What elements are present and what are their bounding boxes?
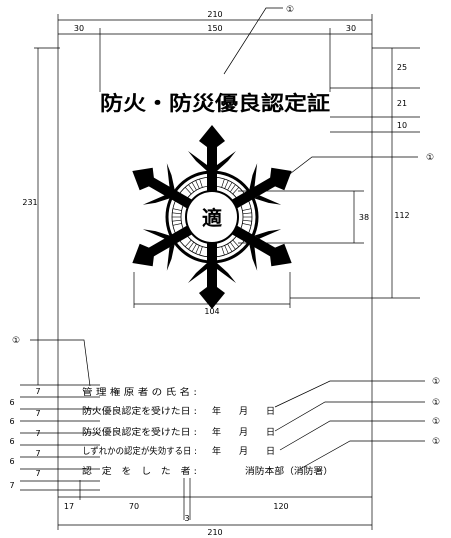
- callout-marker-disaster-date: ①: [432, 398, 440, 408]
- top-dimensions: [57, 14, 373, 92]
- dim-gap-width: 3: [184, 514, 189, 523]
- dim-title-gap: 10: [397, 121, 407, 130]
- emblem-hatch-line: [199, 246, 203, 256]
- field-label-disaster-date: 防災優良認定を受けた日 :: [82, 426, 197, 438]
- emblem-hatch-line: [188, 241, 195, 250]
- dim-row-height-4: 7: [35, 449, 40, 458]
- snowflake-spoke: [188, 125, 236, 191]
- field-value-fire-date: 年 月 日: [212, 405, 275, 417]
- emblem-hatch-line: [224, 245, 229, 254]
- callout-marker-fire-date: ①: [432, 377, 440, 387]
- emblem-hatch-line: [188, 184, 195, 193]
- emblem-hatch-line: [191, 243, 197, 252]
- dim-text-width: 150: [207, 24, 222, 33]
- dim-row-height-6: 7: [9, 481, 14, 490]
- dim-emblem-height: 112: [394, 211, 409, 220]
- field-label-expiry-date: しずれかの認定が失効する日 :: [82, 445, 197, 457]
- dim-value-width: 120: [273, 502, 288, 511]
- dim-paper-width-bottom: 210: [207, 528, 222, 537]
- callout-marker-emblem: ①: [426, 153, 434, 163]
- dim-row-height-2: 7: [35, 409, 40, 418]
- seal-diameter-dimension: [238, 190, 364, 244]
- emblem-hatch-line: [227, 182, 233, 191]
- field-value-certifier: 消防本部（消防署）: [245, 465, 333, 477]
- snowflake-emblem: 適: [132, 125, 292, 309]
- emblem-hatch-line: [229, 241, 236, 250]
- dim-paper-width-top: 210: [207, 10, 222, 19]
- dim-row-gap-4: 6: [9, 457, 14, 466]
- dim-emblem-width: 104: [204, 307, 219, 316]
- emblem-hatch-line: [227, 243, 233, 252]
- dim-title-height: 21: [397, 99, 407, 108]
- certificate-title: 防火・防災優良認定証: [100, 91, 330, 115]
- dim-row-height-1: 7: [35, 387, 40, 396]
- callout-marker-certifier: ①: [432, 437, 440, 447]
- emblem-hatch-line: [184, 187, 192, 195]
- emblem-hatch-line: [191, 182, 197, 191]
- emblem-width-dimension: [133, 272, 291, 308]
- dim-row-height-3: 7: [35, 429, 40, 438]
- dim-row-gap-1: 6: [9, 398, 14, 407]
- bottom-dimensions: [57, 48, 373, 530]
- callout-marker-title: ①: [286, 5, 294, 15]
- dim-margin-left: 30: [74, 24, 84, 33]
- dim-row-height-5: 7: [35, 469, 40, 478]
- emblem-hatch-line: [242, 212, 252, 215]
- emblem-hatch-line: [172, 208, 182, 211]
- dim-row-gap-2: 6: [9, 417, 14, 426]
- dim-title-top: 25: [397, 63, 407, 72]
- emblem-hatch-line: [195, 180, 200, 189]
- emblem-hatch-line: [172, 212, 182, 215]
- field-value-disaster-date: 年 月 日: [212, 426, 275, 438]
- right-dimensions: [290, 47, 420, 299]
- emblem-hatch-line: [224, 180, 229, 189]
- emblem-hatch-line: [195, 245, 200, 254]
- emblem-hatch-line: [221, 178, 225, 188]
- emblem-hatch-line: [229, 184, 236, 193]
- emblem-hatch-line: [221, 246, 225, 256]
- callout-lines: [30, 7, 425, 470]
- emblem-hatch-line: [242, 208, 252, 211]
- emblem-hatch-line: [184, 239, 192, 247]
- field-value-expiry-date: 年 月 日: [212, 445, 275, 457]
- emblem-hatch-line: [199, 178, 203, 188]
- field-label-fire-date: 防火優良認定を受けた日 :: [82, 405, 197, 417]
- dim-margin-right: 30: [346, 24, 356, 33]
- seal-character: 適: [202, 206, 222, 230]
- emblem-hatch-line: [232, 239, 240, 247]
- callout-marker-expiry-date: ①: [432, 417, 440, 427]
- dim-label-width: 70: [129, 502, 139, 511]
- field-rows-guides: [20, 384, 100, 491]
- callout-marker-owner-name: ①: [12, 336, 20, 346]
- emblem-hatch-line: [242, 219, 252, 222]
- left-height-dimension: [34, 47, 60, 385]
- emblem-hatch-line: [232, 187, 240, 195]
- snowflake-spoke: [188, 243, 236, 309]
- dim-bottom-left: 17: [64, 502, 74, 511]
- field-label-owner-name: 管 理 権 原 者 の 氏 名 :: [82, 386, 197, 398]
- emblem-hatch-line: [172, 223, 182, 226]
- emblem-hatch-line: [242, 223, 252, 226]
- dim-row-gap-3: 6: [9, 437, 14, 446]
- field-label-certifier: 認 定 を し た 者 :: [82, 465, 197, 477]
- dim-seal-diameter: 38: [359, 213, 369, 222]
- emblem-hatch-line: [172, 219, 182, 222]
- dim-paper-height: 231: [22, 198, 37, 207]
